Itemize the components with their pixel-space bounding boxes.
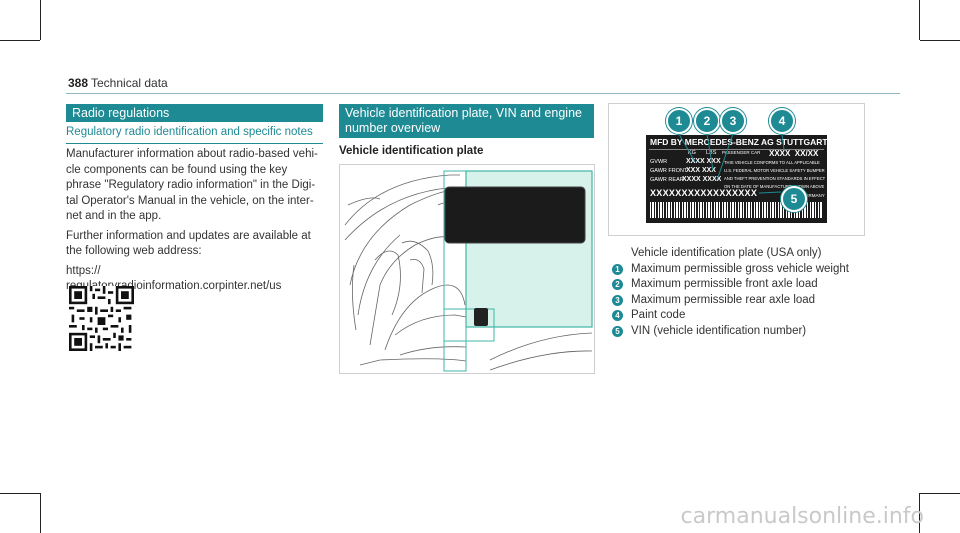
section-title: Technical data	[91, 76, 168, 90]
legend-text: Maximum permissible gross vehicle weight	[631, 262, 849, 275]
left-body: Manufacturer information about radio-bas…	[66, 147, 323, 295]
legend-number: 4	[612, 310, 623, 322]
notice-line: ON THE DATE OF MANUFACTURE SHOWN ABOVE	[724, 184, 825, 189]
callout-leaders	[678, 133, 785, 194]
callout-5: 5	[781, 186, 807, 212]
legend-text: VIN (vehicle identification number)	[631, 324, 807, 337]
door-illustration-frame	[339, 164, 595, 374]
plate-kg: KG	[688, 150, 696, 156]
callout-2: 2	[694, 108, 720, 134]
page-number: 388	[68, 76, 89, 90]
plate-gvwr-value: XXXX XXX	[686, 158, 721, 165]
legend-item: 1 Maximum permissible gross vehicle weigh…	[612, 262, 849, 278]
plate-country: GERMANY	[802, 193, 825, 198]
callout-3: 3	[720, 108, 746, 134]
crop-mark	[40, 0, 41, 40]
legend-number: 1	[612, 263, 623, 275]
plate-subheading: Vehicle identification plate	[339, 145, 484, 157]
vin-overview-heading: Vehicle identification plate, VIN and en…	[339, 104, 594, 138]
regulatory-subheading: Regulatory radio identification and spec…	[66, 126, 313, 138]
plate-gvwr: GVWR	[650, 159, 668, 165]
plate-barcode	[650, 202, 822, 218]
plate-paint-code: XXXX XX/XX	[769, 149, 819, 158]
qr-code[interactable]	[69, 286, 134, 351]
legend-text: Maximum permissible rear axle load	[631, 293, 816, 306]
plate-figure-frame: MFD BY MERCEDES-BENZ AG STUTTGART KG LBS…	[608, 103, 865, 236]
legend-text: Maximum permissible front axle load	[631, 278, 818, 290]
crop-mark	[0, 493, 40, 494]
plate-gawr-rear-value: XXXX XXXX	[682, 176, 722, 183]
notice-line: AND THEFT PREVENTION STANDARDS IN EFFECT	[724, 176, 826, 181]
heading-text: Vehicle identification plate, VIN and en…	[345, 106, 582, 135]
watermark: carmanualsonline.info	[680, 504, 924, 529]
legend-item: 2 Maximum permissible front axle load	[612, 277, 849, 293]
door-plate-location	[474, 308, 488, 326]
car-door-illustration	[344, 170, 593, 372]
plate-manufacturer: MFD BY MERCEDES-BENZ AG STUTTGART	[650, 137, 828, 147]
crop-mark	[920, 493, 960, 494]
subheading-rule	[66, 143, 323, 144]
plate-notice: THIS VEHICLE CONFORMS TO ALL APPLICABLE …	[724, 159, 825, 191]
legend-item: 3 Maximum permissible rear axle load	[612, 293, 849, 309]
plate-closeup	[444, 186, 586, 244]
paragraph: Manufacturer information about radio-bas…	[66, 148, 318, 222]
plate-legend: Vehicle identification plate (USA only) …	[612, 246, 849, 339]
notice-line: U.S. FEDERAL MOTOR VEHICLE SAFETY BUMPER	[724, 168, 825, 173]
plate-gawr-front: GAWR FRONT	[650, 168, 688, 174]
legend-number: 3	[612, 294, 623, 306]
legend-caption: Vehicle identification plate (USA only)	[631, 247, 822, 259]
paragraph: Further information and updates are avai…	[66, 229, 311, 258]
crop-mark	[919, 493, 920, 533]
crop-mark	[0, 40, 40, 41]
legend-number: 5	[612, 325, 623, 337]
heading-text: Radio regulations	[72, 106, 170, 120]
notice-line: THIS VEHICLE CONFORMS TO ALL APPLICABLE	[724, 160, 820, 165]
callout-4: 4	[769, 108, 795, 134]
plate-gawr-rear: GAWR REAR	[650, 177, 684, 183]
legend-item: 4 Paint code	[612, 308, 849, 324]
crop-mark	[920, 40, 960, 41]
plate-gawr-front-value: XXX XXX	[686, 167, 716, 174]
crop-mark	[919, 0, 920, 40]
legend-item: 5 VIN (vehicle identification number)	[612, 324, 849, 340]
legend-number: 2	[612, 279, 623, 291]
radio-regulations-heading: Radio regulations	[66, 104, 323, 122]
plate-vin: XXXXXXXXXXXXXXXXX	[650, 188, 758, 198]
header-rule	[66, 93, 900, 94]
url-line: https://	[66, 264, 101, 277]
legend-text: Paint code	[631, 309, 686, 321]
callout-1: 1	[666, 108, 692, 134]
plate-passenger-car: PASSENGER CAR	[722, 150, 761, 155]
crop-mark	[40, 493, 41, 533]
plate-lbs: LBS	[706, 150, 717, 156]
